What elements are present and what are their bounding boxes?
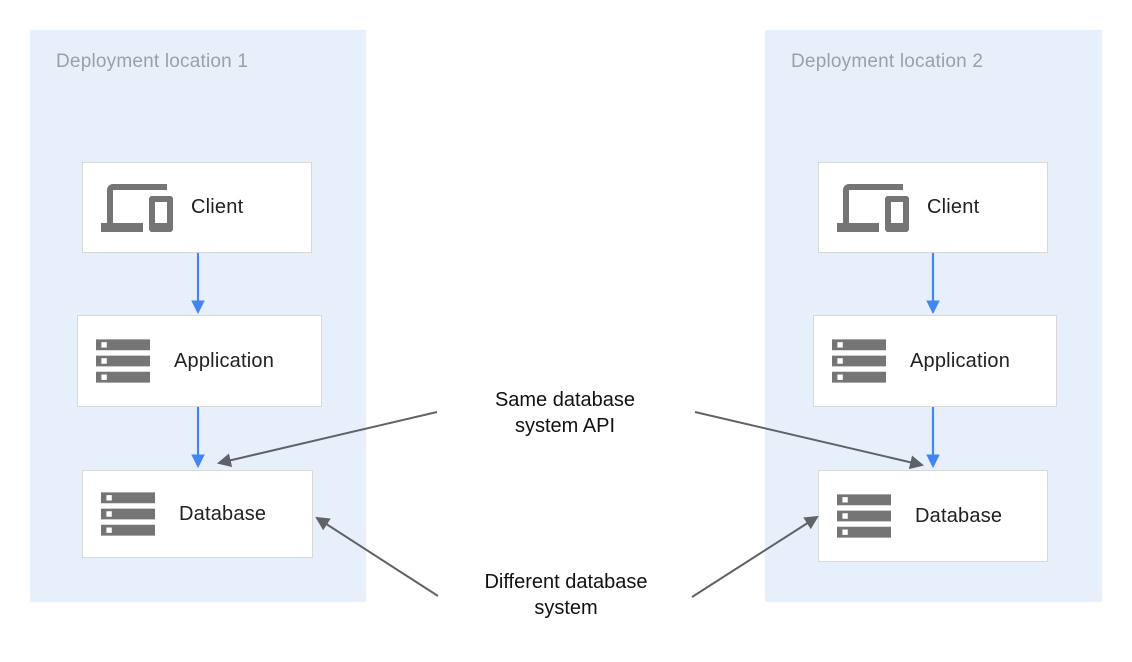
annotation-different-database-system: Different database system: [436, 569, 696, 621]
node-label: Application: [174, 349, 275, 372]
node-label: Application: [910, 349, 1011, 372]
storage-icon: [96, 339, 150, 383]
node-database-location-2: Database: [818, 470, 1048, 562]
node-application-location-1: Application: [77, 315, 322, 407]
node-label: Database: [179, 502, 267, 525]
annotation-same-database-system-api: Same database system API: [435, 387, 695, 439]
devices-icon: [837, 183, 909, 232]
node-client-location-1: Client: [82, 162, 312, 253]
storage-icon: [837, 494, 891, 538]
deployment-location-2-title: Deployment location 2: [791, 51, 984, 72]
annotation-line: Same database: [494, 389, 636, 411]
annotation-line: system API: [514, 415, 616, 437]
node-database-location-1: Database: [82, 470, 313, 558]
node-label: Client: [191, 196, 244, 218]
node-client-location-2: Client: [818, 162, 1048, 253]
storage-icon: [101, 492, 155, 536]
annotation-line: system: [534, 597, 598, 619]
node-application-location-2: Application: [813, 315, 1057, 407]
deployment-location-1-title: Deployment location 1: [56, 51, 249, 72]
node-label: Client: [927, 196, 980, 218]
storage-icon: [832, 339, 886, 383]
node-label: Database: [915, 504, 1003, 527]
annotation-line: Different database: [484, 571, 648, 593]
devices-icon: [101, 183, 173, 232]
